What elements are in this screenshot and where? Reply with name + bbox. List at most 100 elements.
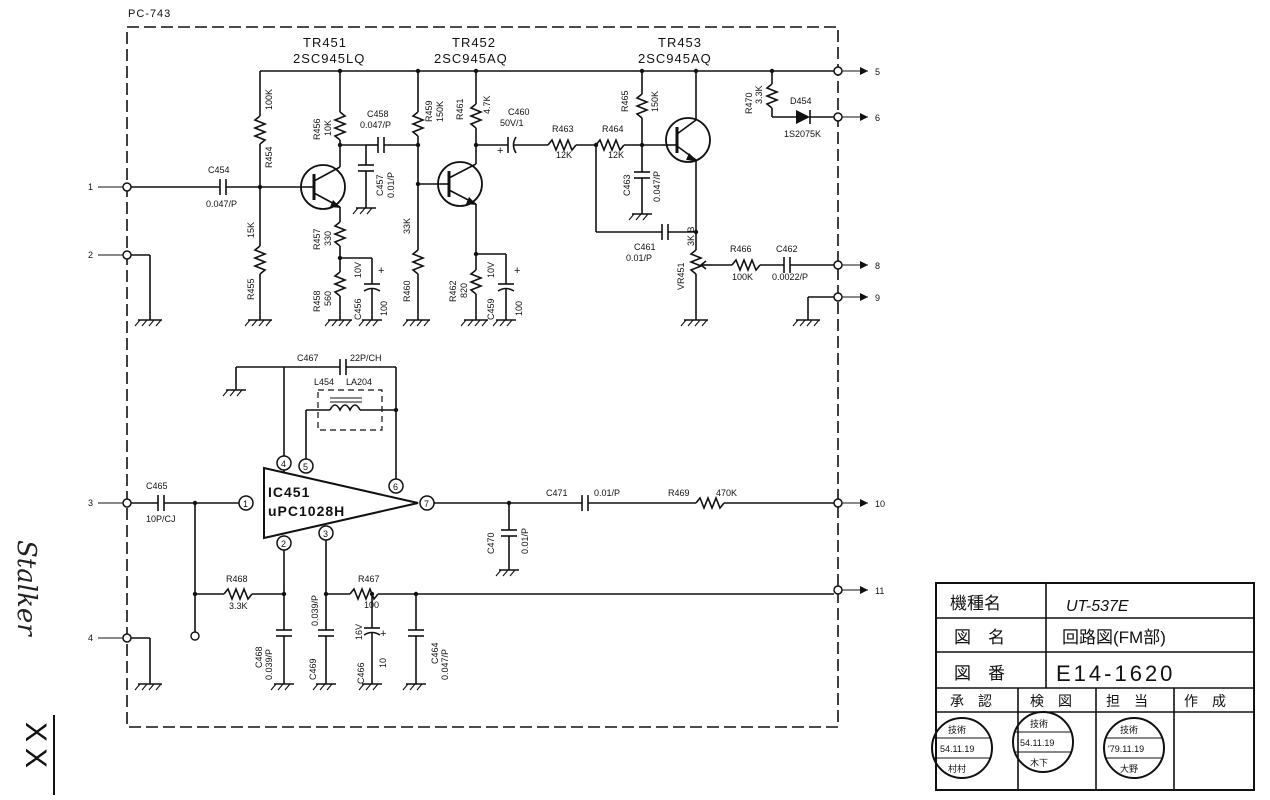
terminal-2: 2 <box>88 250 132 260</box>
c454-ref: C454 <box>208 165 230 175</box>
side-mark: XX <box>19 722 52 774</box>
svg-text:7: 7 <box>424 499 429 509</box>
terminal-8: 8 <box>833 260 880 271</box>
drawing-no-label: 図 番 <box>954 664 1005 683</box>
r462-ref: R462 <box>448 280 458 302</box>
c463-ref: C462 <box>776 244 798 254</box>
svg-text:技術: 技術 <box>948 724 966 735</box>
c462-ref: C463 <box>622 174 632 196</box>
c470-ref: C470 <box>486 532 496 554</box>
board-outline <box>126 26 839 728</box>
r466-value: 100K <box>732 272 753 282</box>
ic451-part: uPC1028H <box>268 503 345 519</box>
r461-value: 4.7K <box>482 95 492 114</box>
svg-text:4: 4 <box>281 459 286 469</box>
header-approval: 承 認 <box>950 693 992 709</box>
r457-ref: R457 <box>312 228 322 250</box>
r457-value: 330 <box>323 231 333 246</box>
r465-value: 150K <box>650 91 660 112</box>
terminal-2-ground <box>131 254 162 327</box>
r467-value: 100 <box>364 600 379 610</box>
input-network <box>131 71 305 327</box>
c468-ref: C468 <box>254 646 264 668</box>
svg-text:大野: 大野 <box>1120 763 1138 774</box>
tr451-ref: TR451 <box>303 35 347 50</box>
c463-value: 0.0022/P <box>772 272 808 282</box>
r459-value: 150K <box>435 101 445 122</box>
r470-ref: R470 <box>744 92 754 114</box>
c461-value: 0.01/P <box>626 253 652 263</box>
c465-value: 10P/CJ <box>146 514 176 524</box>
r460-value: 33K <box>402 218 412 234</box>
c466-ref: C466 <box>356 662 366 684</box>
svg-text:6: 6 <box>393 482 398 492</box>
c456-value: 10V <box>353 262 363 278</box>
r458-value: 560 <box>323 291 333 306</box>
tr451-part: 2SC945LQ <box>293 51 365 66</box>
r465-ref: R465 <box>620 90 630 112</box>
svg-text:2: 2 <box>88 250 93 260</box>
c468-value: 0.039/P <box>264 649 274 680</box>
r464-value: 12K <box>608 150 624 160</box>
l454-part: LA204 <box>346 377 372 387</box>
c460-ref: C460 <box>508 107 530 117</box>
r469-ref: R469 <box>668 488 690 498</box>
terminal-1: 1 <box>88 182 132 192</box>
r455-ref: R455 <box>246 278 256 300</box>
svg-text:+: + <box>514 265 520 277</box>
svg-text:5: 5 <box>875 67 880 77</box>
svg-text:10: 10 <box>875 499 885 509</box>
svg-text:'79.11.19: '79.11.19 <box>1108 744 1144 754</box>
r459-ref: R459 <box>424 100 434 122</box>
r463-ref: R463 <box>552 124 574 134</box>
vr451-ref: VR451 <box>676 262 686 290</box>
drawing-name-label: 図 名 <box>954 628 1005 647</box>
terminal-4: 4 <box>88 633 132 643</box>
r456-value: 10K <box>323 120 333 136</box>
r458-ref: R458 <box>312 290 322 312</box>
c471-ref: C471 <box>546 488 568 498</box>
c456-ref: C456 <box>353 298 363 320</box>
ic451: 1 2 3 4 5 6 7 <box>222 359 435 551</box>
c459-value2: 100 <box>514 301 524 316</box>
header-drawn: 作 成 <box>1184 693 1226 709</box>
l454-ref: L454 <box>314 377 334 387</box>
tr453-ref: TR453 <box>658 35 702 50</box>
c467-ref: C467 <box>297 353 319 363</box>
terminal-5: 5 <box>833 66 880 77</box>
svg-text:1: 1 <box>88 182 93 192</box>
r454-value: 100K <box>264 89 274 110</box>
c462-value: 0.047/P <box>652 171 662 202</box>
svg-text:54.11.19: 54.11.19 <box>940 744 974 754</box>
terminal-6: 6 <box>833 112 880 123</box>
r469-value: 470K <box>716 488 737 498</box>
interstage-network: + <box>476 68 696 240</box>
svg-text:村村: 村村 <box>948 763 966 774</box>
svg-text:+: + <box>378 265 384 277</box>
signature: Stalker <box>11 540 41 637</box>
c456-value2: 100 <box>379 301 389 316</box>
c464-value: 0.047/P <box>440 649 450 680</box>
svg-text:木下: 木下 <box>1030 757 1048 768</box>
r468-ref: R468 <box>226 574 248 584</box>
svg-text:54.11.19: 54.11.19 <box>1020 738 1054 748</box>
svg-text:+: + <box>497 145 503 157</box>
r456-ref: R456 <box>312 118 322 140</box>
r460-ref: R460 <box>402 280 412 302</box>
svg-text:4: 4 <box>88 633 93 643</box>
terminal-9: 9 <box>833 292 880 303</box>
title-block <box>935 582 1255 791</box>
c466-value2: 10 <box>378 658 388 668</box>
r468-value: 3.3K <box>229 601 248 611</box>
terminal-10: 10 <box>833 498 885 509</box>
ic451-ref: IC451 <box>268 484 310 500</box>
stamp-approval: 技術 54.11.19 村村 <box>931 717 993 779</box>
c466-value: 16V <box>354 624 364 640</box>
c461-ref: C461 <box>634 242 656 252</box>
r464-ref: R464 <box>602 124 624 134</box>
svg-text:5: 5 <box>303 462 308 472</box>
c465-ref: C465 <box>146 481 168 491</box>
c459-value: 10V <box>486 262 496 278</box>
model-value: UT-537E <box>1066 598 1129 615</box>
r467-ref: R467 <box>358 574 380 584</box>
